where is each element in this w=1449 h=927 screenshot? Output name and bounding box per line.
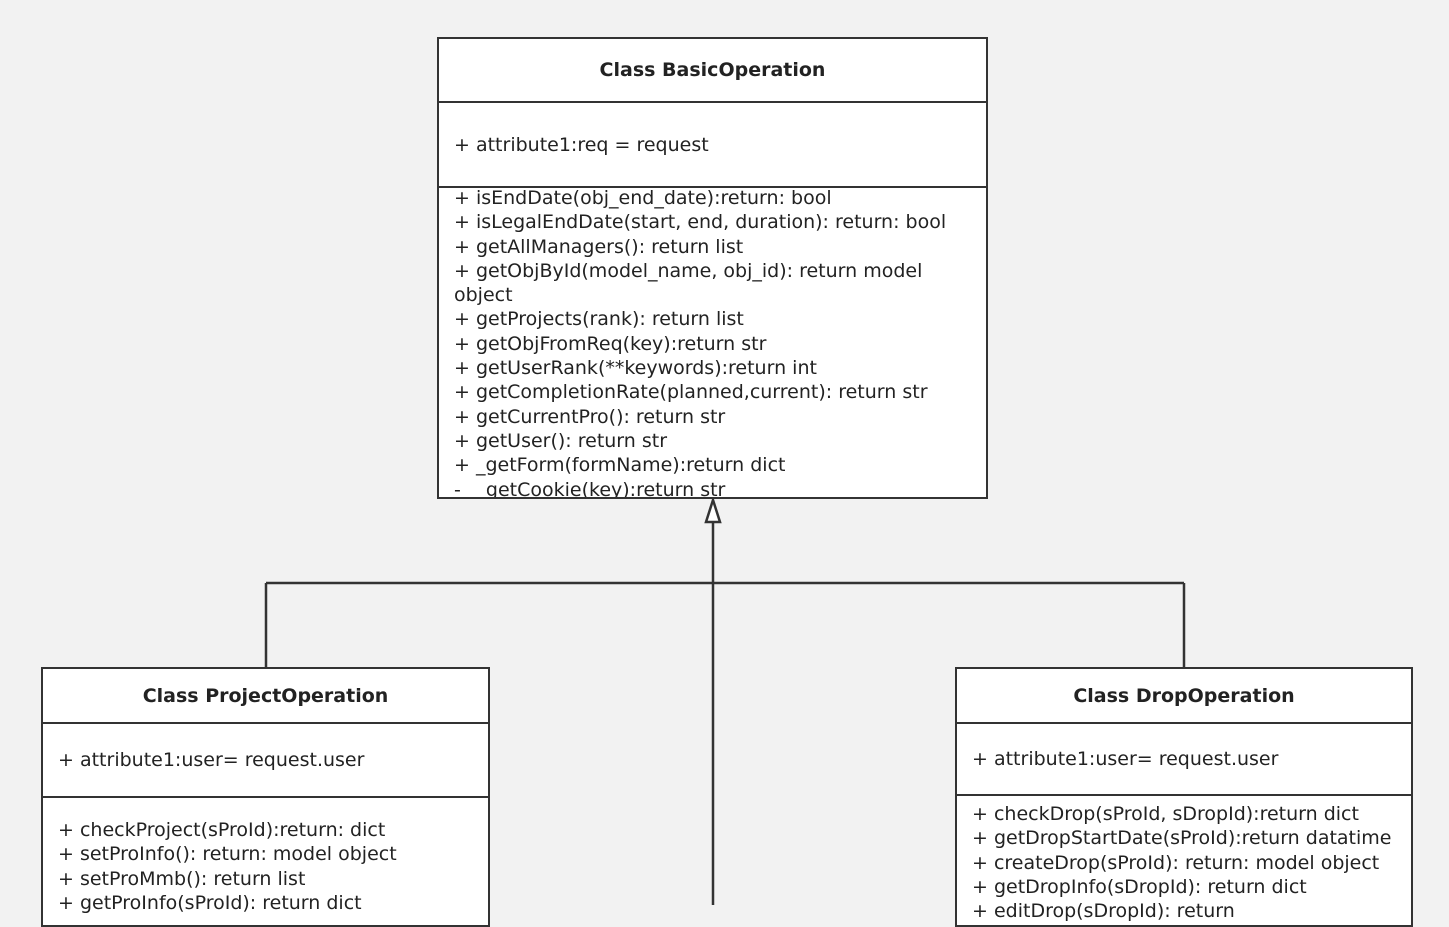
method-item: + isLegalEndDate(start, end, duration): …: [454, 211, 947, 234]
class-title: Class DropOperation: [957, 669, 1411, 724]
attribute-item: + attribute1:user= request.user: [58, 749, 365, 771]
method-item: + getCompletionRate(planned,current): re…: [454, 381, 928, 404]
method-item: + setProMmb(): return list: [58, 867, 306, 890]
class-title: Class BasicOperation: [439, 39, 986, 103]
class-methods: + checkProject(sProId):return: dict + se…: [43, 798, 488, 915]
class-methods: + isEndDate(obj_end_date):return: bool +…: [439, 186, 986, 499]
method-item: + setProInfo(): return: model object: [58, 843, 397, 866]
class-methods: + checkDrop(sProId, sDropId):return dict…: [957, 796, 1411, 923]
class-attributes: + attribute1:user= request.user: [43, 724, 488, 798]
method-item: + editDrop(sDropId): return: [972, 900, 1235, 923]
class-attributes: + attribute1:req = request: [439, 103, 986, 188]
method-item: + getDropInfo(sDropId): return dict: [972, 875, 1307, 898]
method-item: + getObjById(model_name, obj_id): return…: [454, 259, 929, 307]
inheritance-connectors: [264, 495, 1186, 905]
method-item: + checkProject(sProId):return: dict: [58, 819, 386, 841]
method-item: + createDrop(sProId): return: model obje…: [972, 851, 1380, 874]
generalization-arrowhead: [704, 495, 722, 524]
class-attributes: + attribute1:user= request.user: [957, 724, 1411, 796]
method-item: + getCurrentPro(): return str: [454, 405, 726, 428]
class-basic-operation[interactable]: Class BasicOperation + attribute1:req = …: [437, 37, 988, 499]
attribute-item: + attribute1:req = request: [454, 133, 709, 156]
method-item: - __getCookie(key):return str: [454, 478, 726, 499]
class-project-operation[interactable]: Class ProjectOperation + attribute1:user…: [41, 667, 490, 927]
method-item: + getUserRank(**keywords):return int: [454, 357, 817, 380]
method-item: + getUser(): return str: [454, 429, 668, 452]
method-item: + getDropStartDate(sProId):return datati…: [972, 827, 1392, 850]
class-drop-operation[interactable]: Class DropOperation + attribute1:user= r…: [955, 667, 1413, 927]
method-item: + getProInfo(sProId): return dict: [58, 891, 362, 914]
method-item: + getAllManagers(): return list: [454, 235, 744, 258]
method-item: + getObjFromReq(key):return str: [454, 332, 767, 355]
attribute-item: + attribute1:user= request.user: [972, 748, 1279, 770]
method-item: + _getForm(formName):return dict: [454, 454, 786, 477]
class-title: Class ProjectOperation: [43, 669, 488, 724]
method-item: + getProjects(rank): return list: [454, 308, 744, 331]
method-item: + isEndDate(obj_end_date):return: bool: [454, 187, 832, 209]
method-item: + checkDrop(sProId, sDropId):return dict: [972, 803, 1359, 825]
